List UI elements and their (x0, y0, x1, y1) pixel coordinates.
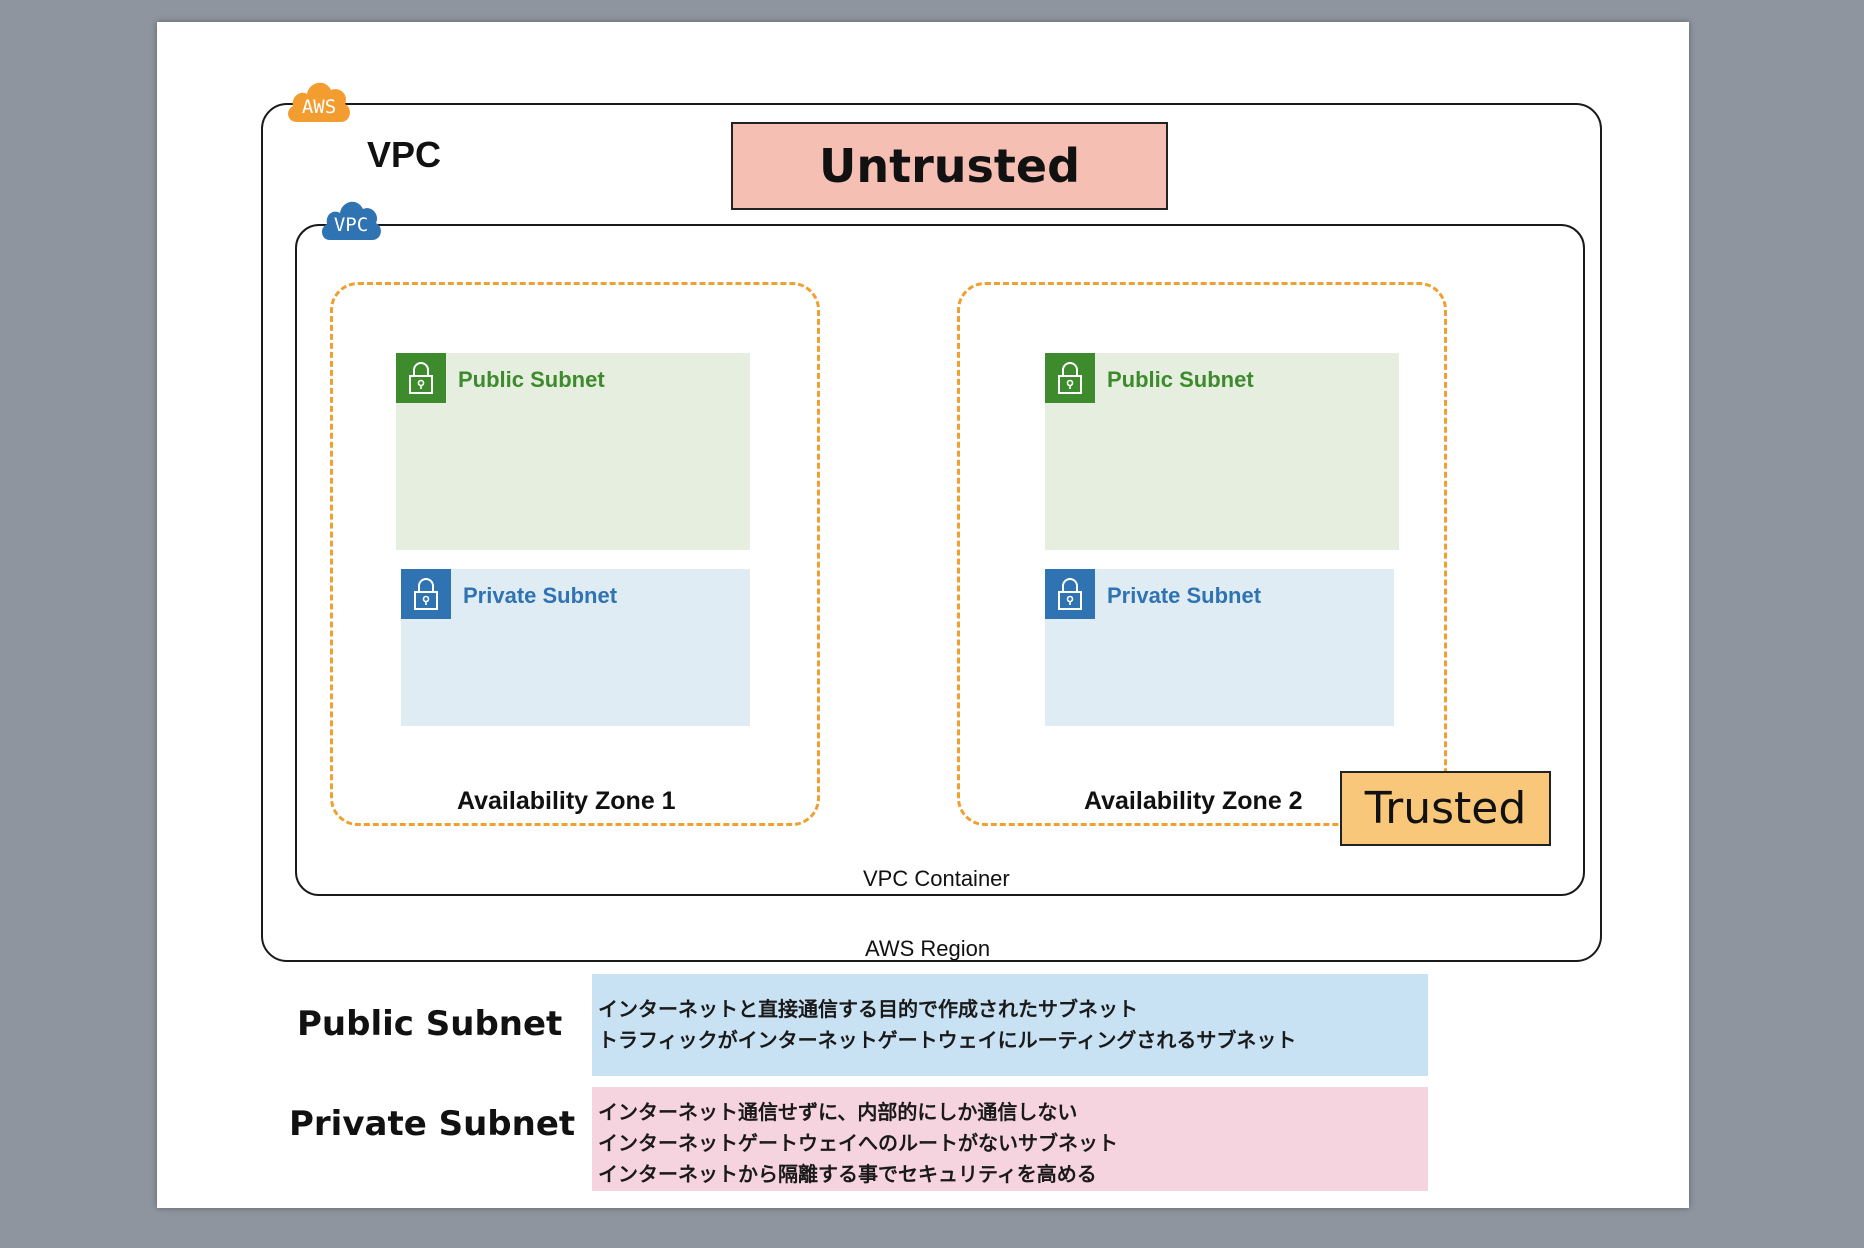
legend-private-description: インターネット通信せずに、内部的にしか通信しない インターネットゲートウェイへの… (592, 1087, 1428, 1191)
trusted-label: Trusted (1340, 771, 1551, 846)
private-subnet-label: Private Subnet (463, 583, 618, 608)
aws-region-label: AWS Region (865, 936, 991, 961)
lock-icon (401, 569, 451, 619)
public-subnet-label: Public Subnet (458, 367, 605, 392)
vpc-container-label: VPC Container (863, 866, 1010, 891)
legend-public-line-2: トラフィックがインターネットゲートウェイにルーティングされるサブネット (598, 1028, 1297, 1052)
vpc-badge-text: VPC (333, 214, 369, 236)
legend-private-title: Private Subnet (289, 1104, 576, 1144)
private-subnet-label: Private Subnet (1107, 583, 1262, 608)
public-subnet-label: Public Subnet (1107, 367, 1254, 392)
aws-region-boundary (261, 103, 1602, 962)
public-subnet-az2: Public Subnet (1045, 353, 1399, 550)
diagram-page: AWS VPC Untrusted VPC Public Subnet Priv… (157, 22, 1689, 1208)
availability-zone-2-boundary (957, 282, 1447, 826)
vpc-container-boundary (295, 224, 1585, 896)
untrusted-label: Untrusted (731, 122, 1168, 210)
legend-private-line-2: インターネットゲートウェイへのルートがないサブネット (598, 1131, 1118, 1155)
legend-private-line-3: インターネットから隔離する事でセキュリティを高める (598, 1162, 1097, 1186)
lock-icon (1045, 353, 1095, 403)
vpc-cloud-icon: VPC (319, 194, 383, 244)
public-subnet-az1: Public Subnet (396, 353, 750, 550)
lock-icon (1045, 569, 1095, 619)
private-subnet-az1: Private Subnet (401, 569, 750, 726)
legend-public-line-1: インターネットと直接通信する目的で作成されたサブネット (598, 997, 1138, 1021)
legend-public-description: インターネットと直接通信する目的で作成されたサブネット トラフィックがインターネ… (592, 974, 1428, 1076)
availability-zone-2-label: Availability Zone 2 (1084, 787, 1303, 815)
legend-private-line-1: インターネット通信せずに、内部的にしか通信しない (598, 1100, 1078, 1124)
lock-icon (396, 353, 446, 403)
availability-zone-1-label: Availability Zone 1 (457, 787, 676, 815)
legend-public-title: Public Subnet (297, 1004, 563, 1044)
private-subnet-az2: Private Subnet (1045, 569, 1394, 726)
vpc-title: VPC (367, 134, 442, 175)
aws-badge-text: AWS (301, 96, 337, 118)
availability-zone-1-boundary (330, 282, 820, 826)
aws-cloud-icon: AWS (285, 74, 353, 126)
